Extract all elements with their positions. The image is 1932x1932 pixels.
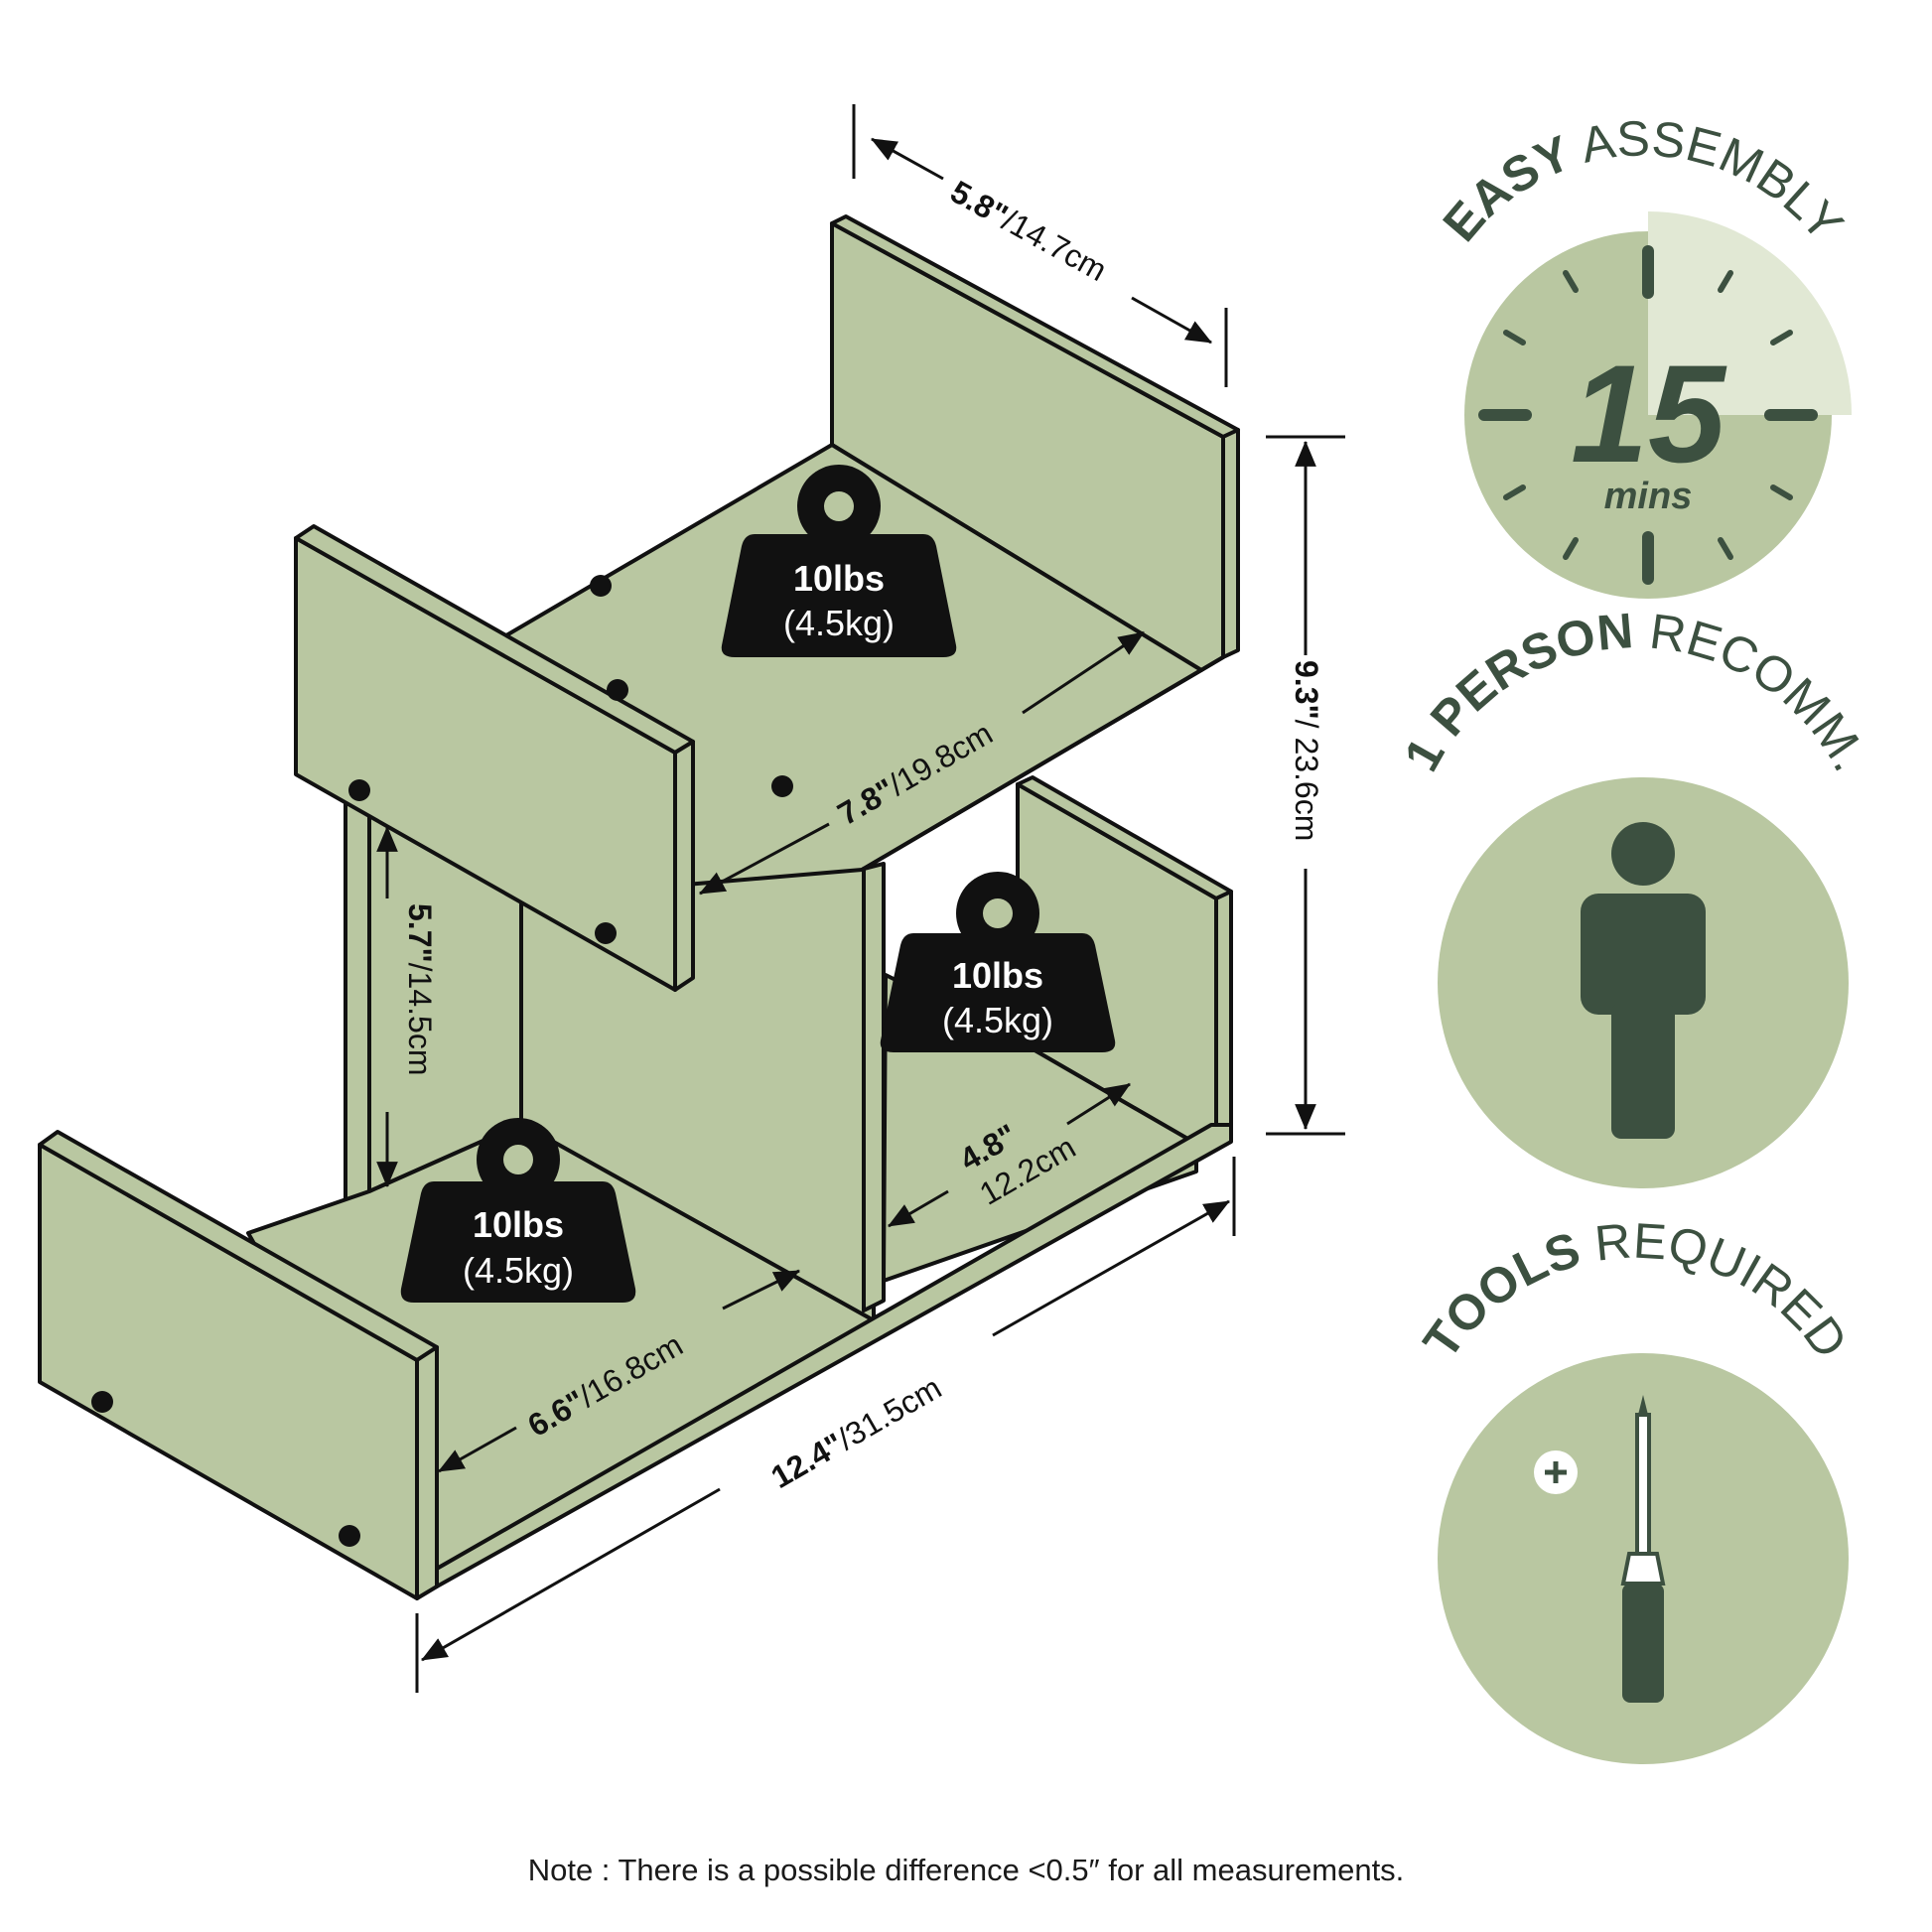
weight-kg: (4.5kg) xyxy=(783,603,895,643)
screw-hole xyxy=(91,1391,113,1413)
weight-badge-upper: 10lbs (4.5kg) xyxy=(721,465,957,657)
dim-top-depth: 5.8"/14.7cm xyxy=(945,174,1113,289)
weight-icon xyxy=(400,1181,636,1303)
weight-lbs: 10lbs xyxy=(952,955,1043,996)
shelf-illustration xyxy=(38,214,1240,1600)
weight-hole xyxy=(983,898,1013,928)
person-badge: 1 PERSON RECOMM. xyxy=(1393,603,1878,1188)
svg-text:5.7"/14.5cm: 5.7"/14.5cm xyxy=(402,903,438,1075)
lower-left-panel-side xyxy=(415,1345,439,1600)
clock-highlight xyxy=(1648,211,1852,415)
weight-kg: (4.5kg) xyxy=(942,1000,1053,1040)
screw-hole xyxy=(607,679,628,701)
screw-hole xyxy=(771,775,793,797)
tools-heading-rest: REQUIRED xyxy=(1574,1212,1859,1368)
assembly-badge: EASY ASSEMBLY 15 mins xyxy=(1433,110,1855,599)
svg-text:5.8"/14.7cm: 5.8"/14.7cm xyxy=(945,174,1113,289)
dim-total-height-cm: / 23.6cm xyxy=(1289,720,1324,842)
person-icon xyxy=(1581,822,1706,1139)
dim-top-depth-cm: /14.7cm xyxy=(997,203,1113,289)
weight-hole xyxy=(824,491,854,521)
lower-right-back-side xyxy=(1214,890,1233,1134)
weight-badge-lower: 10lbs (4.5kg) xyxy=(400,1118,636,1303)
screw-holes xyxy=(91,575,793,1547)
tools-heading-bold: TOOLS xyxy=(1413,1221,1587,1368)
tools-badge: TOOLS REQUIRED xyxy=(1413,1212,1859,1764)
screw-hole xyxy=(339,1525,360,1547)
assembly-minutes: 15 xyxy=(1571,336,1727,491)
assembly-heading: EASY ASSEMBLY xyxy=(1433,110,1855,251)
left-post xyxy=(344,792,371,1206)
clock-ticks xyxy=(1478,245,1818,585)
dim-total-height: 9.3"/ 23.6cm xyxy=(1289,660,1324,841)
screwdriver-icon xyxy=(1620,1395,1666,1703)
dim-total-height-inch: 9.3" xyxy=(1289,660,1324,720)
screw-hole xyxy=(595,922,617,944)
dim-middle-height: 5.7"/14.5cm xyxy=(402,903,438,1075)
upper-left-panel-side xyxy=(673,740,695,992)
right-divider xyxy=(862,862,886,1312)
assembly-heading-bold: EASY xyxy=(1433,125,1579,252)
upper-back-panel-side xyxy=(1221,428,1240,659)
weight-lbs: 10lbs xyxy=(793,558,885,599)
dim-middle-height-cm: /14.5cm xyxy=(402,963,438,1076)
screw-hole xyxy=(348,779,370,801)
dimension-lines xyxy=(376,104,1345,1693)
dim-middle-height-inch: 5.7" xyxy=(402,903,438,963)
person-heading-bold: 1 PERSON xyxy=(1393,603,1635,780)
weight-icon xyxy=(880,933,1116,1052)
svg-text:9.3"/ 23.6cm: 9.3"/ 23.6cm xyxy=(1289,660,1324,841)
weight-lbs: 10lbs xyxy=(473,1204,564,1245)
weight-kg: (4.5kg) xyxy=(463,1250,574,1291)
plus-icon xyxy=(1534,1450,1578,1494)
person-heading: 1 PERSON RECOMM. xyxy=(1393,603,1878,780)
weight-hole xyxy=(503,1145,533,1174)
assembly-unit: mins xyxy=(1604,476,1693,517)
measurement-note: Note : There is a possible difference <0… xyxy=(527,1853,1405,1887)
weight-icon xyxy=(721,534,957,657)
person-heading-rest: RECOMM. xyxy=(1634,603,1878,779)
screw-hole xyxy=(590,575,612,597)
dim-total-width-cm: /31.5cm xyxy=(832,1369,948,1456)
weight-badge-right: 10lbs (4.5kg) xyxy=(880,872,1116,1052)
tools-heading: TOOLS REQUIRED xyxy=(1413,1212,1859,1368)
